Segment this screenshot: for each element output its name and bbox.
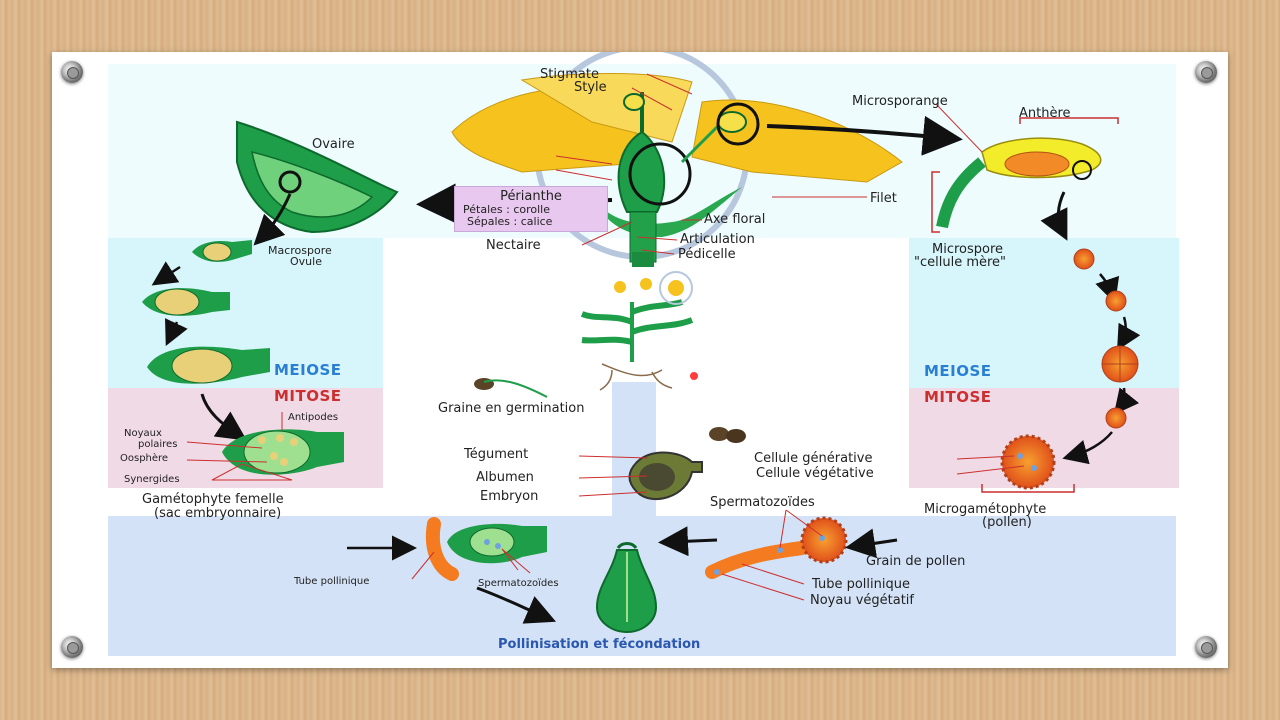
plant-illustration	[474, 271, 746, 501]
label-noyaux-2: polaires	[138, 439, 178, 450]
label-spermatozoides-left: Spermatozoïdes	[478, 578, 559, 589]
pushpin-bottom-right	[1195, 636, 1217, 658]
label-grain-pollen: Grain de pollen	[866, 554, 966, 569]
pushpin-top-right	[1195, 61, 1217, 83]
label-stigmate: Stigmate	[540, 67, 599, 82]
label-tegument: Tégument	[464, 447, 529, 462]
label-meiose-left: MEIOSE	[274, 361, 342, 379]
label-cellule-generative: Cellule générative	[754, 451, 873, 466]
label-microspore-2: "cellule mère"	[914, 255, 1007, 270]
pollination-illustration	[347, 509, 898, 634]
label-synergides: Synergides	[124, 474, 180, 485]
pushpin-top-left	[61, 61, 83, 83]
perianthe-title: Périanthe	[500, 189, 562, 204]
label-petales: Pétales : corolle	[463, 203, 550, 216]
label-meiose-right: MEIOSE	[924, 362, 992, 380]
label-gametophyte-2: (sac embryonnaire)	[154, 506, 282, 521]
label-gametophyte-1: Gamétophyte femelle	[142, 492, 284, 507]
diagram-board: Stigmate Style Microsporange Anthère Ova…	[52, 52, 1228, 668]
label-tube-pollinique-right: Tube pollinique	[812, 577, 910, 592]
label-articulation: Articulation	[680, 232, 755, 247]
label-graine-germination: Graine en germination	[438, 401, 585, 416]
label-anthere: Anthère	[1019, 106, 1071, 121]
label-noyau-vegetatif: Noyau végétatif	[810, 593, 914, 608]
label-oosphere: Oosphère	[120, 453, 169, 464]
label-mitose-right: MITOSE	[924, 388, 992, 406]
male-gametophyte-sequence	[956, 248, 1141, 493]
label-sepales: Sépales : calice	[467, 215, 553, 228]
anther-illustration	[931, 117, 1119, 241]
label-antipodes: Antipodes	[288, 412, 339, 423]
label-tube-pollinique-left: Tube pollinique	[294, 576, 370, 587]
label-microgametophyte-2: (pollen)	[982, 515, 1032, 530]
label-axe-floral: Axe floral	[704, 212, 766, 227]
label-style: Style	[574, 80, 607, 95]
ovary-illustration	[236, 120, 399, 246]
label-pollinisation: Pollinisation et fécondation	[498, 637, 701, 652]
label-microsporange: Microsporange	[852, 94, 948, 109]
label-embryon: Embryon	[480, 489, 539, 504]
diagram-illustration	[142, 52, 1141, 634]
label-ovaire: Ovaire	[312, 137, 355, 152]
label-noyaux-1: Noyaux	[124, 428, 162, 439]
pushpin-bottom-left	[61, 636, 83, 658]
label-microspore-1: Microspore	[932, 242, 1004, 257]
label-microgametophyte-1: Microgamétophyte	[924, 502, 1047, 517]
label-cellule-vegetative: Cellule végétative	[756, 466, 874, 481]
label-macrospore: Macrospore	[268, 244, 332, 257]
label-spermatozoides-right: Spermatozoïdes	[710, 495, 815, 510]
label-ovule: Ovule	[290, 255, 322, 268]
label-pedicelle: Pédicelle	[678, 247, 736, 262]
label-albumen: Albumen	[476, 470, 534, 485]
flower-illustration	[451, 73, 903, 267]
label-filet: Filet	[870, 191, 897, 206]
flower-label-lines	[555, 73, 983, 255]
female-gametophyte-sequence	[142, 240, 344, 481]
label-nectaire: Nectaire	[486, 238, 541, 253]
pointer-dot	[688, 370, 700, 382]
label-mitose-left: MITOSE	[274, 387, 342, 405]
perianthe-box: Périanthe Pétales : corolle Sépales : ca…	[454, 186, 608, 232]
